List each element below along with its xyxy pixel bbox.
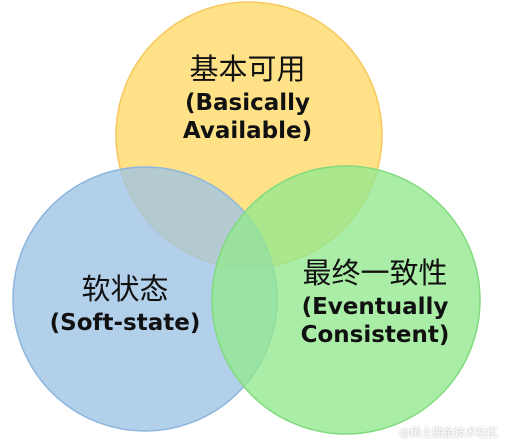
label-soft-state: 软状态 (Soft-state) — [30, 272, 220, 337]
label-basically-available: 基本可用 (Basically Available) — [135, 52, 360, 145]
label-ba-en-line1: (Basically — [184, 90, 311, 117]
watermark-text: @稀土掘金技术社区 — [399, 426, 498, 439]
circle-eventually-consistent — [211, 165, 481, 435]
label-ec-zh: 最终一致性 — [302, 256, 448, 290]
label-ss-en-line1: (Soft-state) — [49, 310, 201, 337]
label-ec-en-line1: (Eventually — [301, 294, 449, 321]
label-ss-zh: 软状态 — [81, 272, 169, 306]
label-ec-en-line2: Consistent) — [300, 322, 450, 349]
label-ba-zh: 基本可用 — [189, 52, 306, 86]
label-eventually-consistent: 最终一致性 (Eventually Consistent) — [275, 256, 475, 349]
label-ba-en-line2: Available) — [182, 118, 313, 145]
